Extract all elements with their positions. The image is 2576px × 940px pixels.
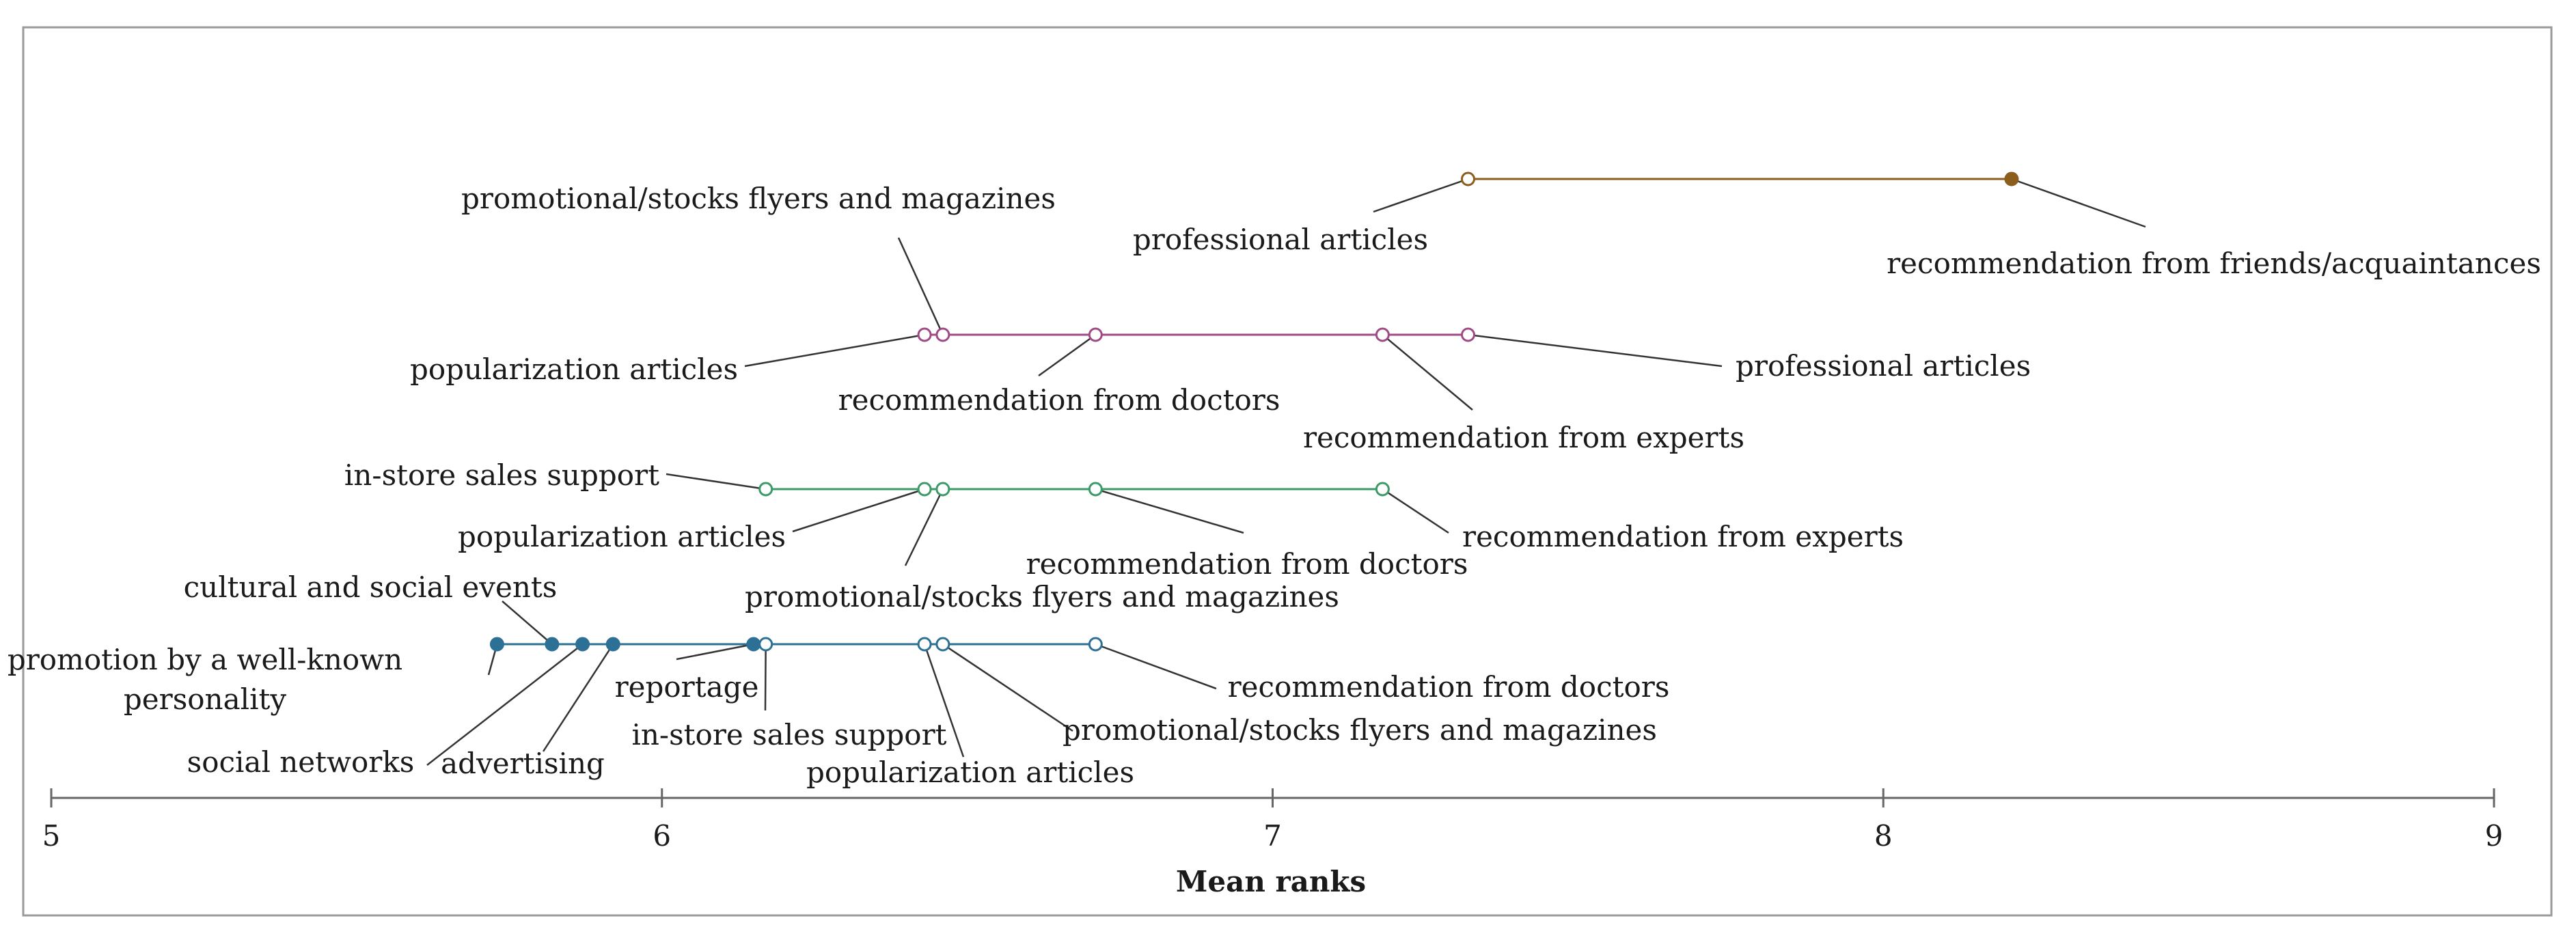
data-point [1375,327,1390,342]
data-point [935,637,950,652]
x-tick-label: 8 [1874,819,1893,853]
point-label: cultural and social events [184,570,558,604]
data-point [917,637,932,652]
x-tick-label: 6 [653,819,671,853]
data-point [935,327,950,342]
point-label: in-store sales support [344,458,659,492]
label-leader-line [904,488,944,566]
data-points [489,171,2019,652]
point-label: promotional/stocks flyers and magazines [745,580,1339,613]
point-label: recommendation from experts [1462,520,1904,553]
label-leader-line [792,488,925,533]
data-point [605,637,620,652]
point-label: recommendation from experts [1303,421,1744,454]
data-point [2004,171,2019,186]
point-label: recommendation from doctors [1228,670,1670,704]
label-leader-line [1095,643,1217,690]
point-label: reportage [615,670,759,704]
label-leaders [426,178,2146,766]
point-label: recommendation from friends/acquaintance… [1887,247,2541,280]
label-leader-line [502,600,553,645]
x-tick-label: 7 [1263,819,1282,853]
point-label: promotional/stocks flyers and magazines [1063,713,1657,747]
data-point [1088,327,1103,342]
x-tick-label: 5 [42,819,61,853]
data-point [917,327,932,342]
chart-frame [22,26,2553,917]
label-leader-line [426,644,584,766]
label-leader-line [744,333,925,368]
data-point [746,637,761,652]
data-point [917,482,932,497]
data-point [758,637,773,652]
data-point [1461,327,1475,342]
point-label: social networks [187,745,415,779]
data-point [489,637,504,652]
point-label: in-store sales support [631,718,946,751]
data-point [1088,482,1103,497]
data-point [1088,637,1103,652]
data-point [935,482,950,497]
label-leader-line [666,473,766,490]
data-point [545,637,560,652]
x-tick-label: 9 [2485,819,2504,853]
label-leader-line [1382,334,1473,411]
label-leader-line [764,644,767,711]
point-label: recommendation from doctors [1026,547,1468,581]
data-point [1375,482,1390,497]
x-axis: 5 6 7 8 9 [42,788,2504,853]
x-axis-title: Mean ranks [1176,865,1366,898]
point-label: professional articles [1133,223,1428,256]
label-leader-line [1038,333,1097,377]
data-point [758,482,773,497]
label-leader-line [1095,488,1244,534]
label-leader-line [542,644,614,752]
label-leader-line [923,644,965,758]
label-leader-line [1468,333,1723,368]
point-label: recommendation from doctors [838,383,1280,417]
point-label: promotional/stocks flyers and magazines [461,182,1056,215]
label-leader-line [942,643,1073,732]
label-leader-line [1373,178,1468,213]
label-leader-line [897,237,944,335]
label-leader-line [1382,488,1449,534]
point-label: popularization articles [410,352,738,386]
label-leader-line [676,643,754,661]
data-point [1461,171,1475,186]
point-label: popularization articles [806,756,1134,789]
point-label: promotion by a well-known [8,643,402,676]
point-label: professional articles [1736,349,2031,383]
point-label: popularization articles [458,520,786,553]
label-leader-line [2011,178,2146,228]
point-label: advertising [441,747,605,780]
point-labels: professional articles recommendation from… [8,182,2541,789]
data-point [575,637,590,652]
point-label: personality [124,682,286,716]
